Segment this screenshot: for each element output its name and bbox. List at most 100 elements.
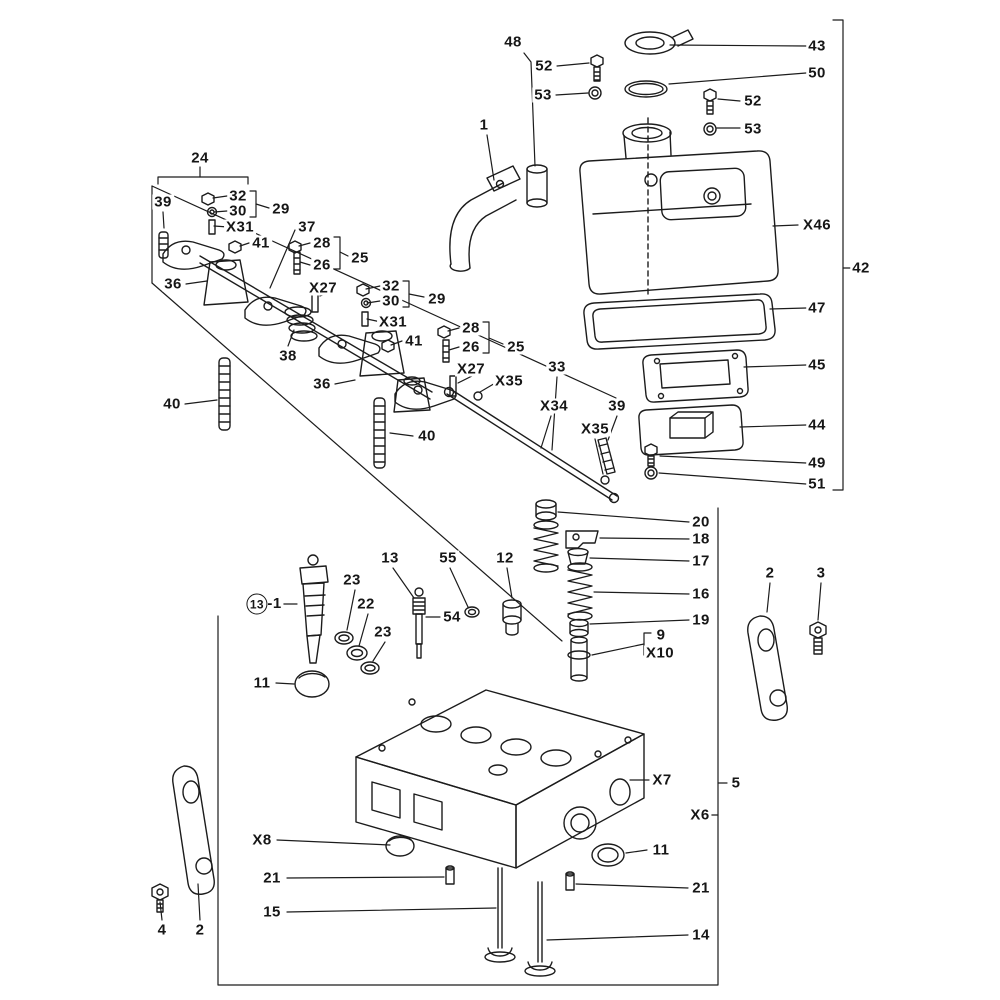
- leader-line: [625, 849, 648, 854]
- cup-plug-x8-drawing: [385, 835, 415, 857]
- leader-line: [249, 190, 257, 218]
- leader-line: [739, 424, 807, 428]
- leader-line: [159, 901, 163, 921]
- leader-line: [366, 300, 381, 304]
- leader-line: [275, 682, 295, 685]
- leader-line: [319, 289, 337, 297]
- leader-line: [556, 62, 590, 67]
- leader-line: [372, 641, 386, 662]
- pushrod-ball-seat-drawing: [473, 391, 610, 485]
- leader-line: [593, 591, 690, 595]
- leader-line: [557, 511, 690, 523]
- spring-retainer-drawing: [567, 547, 589, 565]
- leader-line: [392, 567, 415, 599]
- leader-line: [555, 92, 589, 96]
- valve-spring-right-drawing: [567, 562, 593, 621]
- stem-seal-drawing: [569, 618, 589, 638]
- leader-line: [449, 567, 469, 608]
- leader-line: [591, 643, 645, 656]
- cover-bolt-right-drawing: [703, 88, 717, 115]
- leader-line: [333, 236, 341, 270]
- cover-washer-right-drawing: [703, 122, 717, 136]
- leader-line: [766, 582, 771, 613]
- leader-line: [213, 225, 229, 228]
- leader-line: [197, 883, 201, 921]
- dowel-pin-drawing: [445, 865, 575, 891]
- leader-line: [299, 261, 311, 266]
- leader-line: [668, 72, 807, 85]
- spring-clamp-drawing: [565, 530, 599, 549]
- rocker-stand-drawing: [359, 330, 405, 377]
- leader-line: [457, 369, 485, 384]
- leader-line: [769, 307, 807, 310]
- leader-line: [486, 134, 495, 181]
- seal-ring-drawing: [591, 843, 625, 867]
- breather-plate-drawing: [638, 404, 744, 456]
- leader-line: [546, 934, 689, 941]
- rocker-stand-drawing: [203, 259, 249, 306]
- valve-spring-left-drawing: [533, 520, 559, 573]
- eye-bolt-drawing: [151, 883, 169, 913]
- leader-line: [817, 582, 822, 621]
- push-rod-drawing: [443, 386, 620, 504]
- filler-oring-drawing: [624, 80, 668, 98]
- valve-cover-drawing: [579, 117, 779, 299]
- leader-line: [523, 52, 536, 167]
- leader-line: [339, 251, 349, 257]
- head-stud-drawing: [373, 397, 386, 469]
- head-stud-drawing: [218, 357, 231, 431]
- eye-bolt-drawing: [809, 621, 827, 655]
- rocker-nut-washer-set-drawing: [201, 192, 319, 313]
- leader-line: [540, 415, 552, 449]
- leader-line: [276, 839, 391, 846]
- leader-line: [743, 364, 807, 368]
- valve-cap-drawing: [535, 499, 557, 521]
- leader-line: [832, 19, 844, 491]
- leader-line: [217, 507, 719, 986]
- leader-line: [479, 381, 498, 393]
- valve-drawing: [524, 881, 556, 977]
- leader-line: [658, 472, 807, 485]
- leader-line: [346, 589, 356, 631]
- breather-gasket-drawing: [642, 349, 749, 403]
- leader-line: [213, 210, 228, 213]
- valve-drawing: [484, 867, 516, 963]
- rocker-arm-drawing: [162, 240, 225, 270]
- valve-guide-drawing: [567, 636, 591, 682]
- cover-washer-left-drawing: [588, 86, 602, 100]
- lifting-eye-drawing: [172, 765, 215, 895]
- injector-washer-drawing: [334, 631, 380, 675]
- leader-line: [298, 242, 311, 247]
- leader-line: [286, 907, 497, 913]
- stud-39-drawing: [158, 231, 169, 259]
- cap-nut-drawing: [502, 599, 522, 636]
- glow-plug-ring-drawing: [464, 606, 480, 618]
- leader-line: [269, 229, 296, 289]
- rocker-spring-drawing: [284, 306, 318, 342]
- fuel-injector-drawing: [299, 554, 329, 664]
- lifting-eye-drawing: [747, 615, 788, 721]
- oil-filler-cap-drawing: [624, 29, 694, 55]
- leader-line: [717, 98, 741, 102]
- leader-line: [589, 619, 690, 625]
- leader-line: [551, 376, 558, 451]
- leader-line: [365, 285, 381, 290]
- leader-line: [286, 876, 445, 879]
- leader-line: [607, 415, 618, 441]
- cylinder-head-drawing: [355, 689, 645, 869]
- cover-gasket-drawing: [583, 293, 776, 350]
- leader-line: [599, 537, 690, 540]
- rocker-nut-washer-set-drawing: [356, 283, 457, 397]
- leader-line: [255, 203, 270, 209]
- rocker-arm-drawing: [318, 334, 381, 364]
- leader-line: [408, 293, 425, 298]
- leader-line: [594, 438, 604, 475]
- leader-line: [334, 379, 356, 385]
- rocker-shaft-drawing: [199, 255, 433, 400]
- leader-line: [389, 432, 414, 437]
- leader-line: [287, 329, 295, 347]
- leader-line: [488, 337, 504, 345]
- stud-39-drawing: [597, 437, 616, 475]
- leader-lines-layer: [151, 19, 853, 986]
